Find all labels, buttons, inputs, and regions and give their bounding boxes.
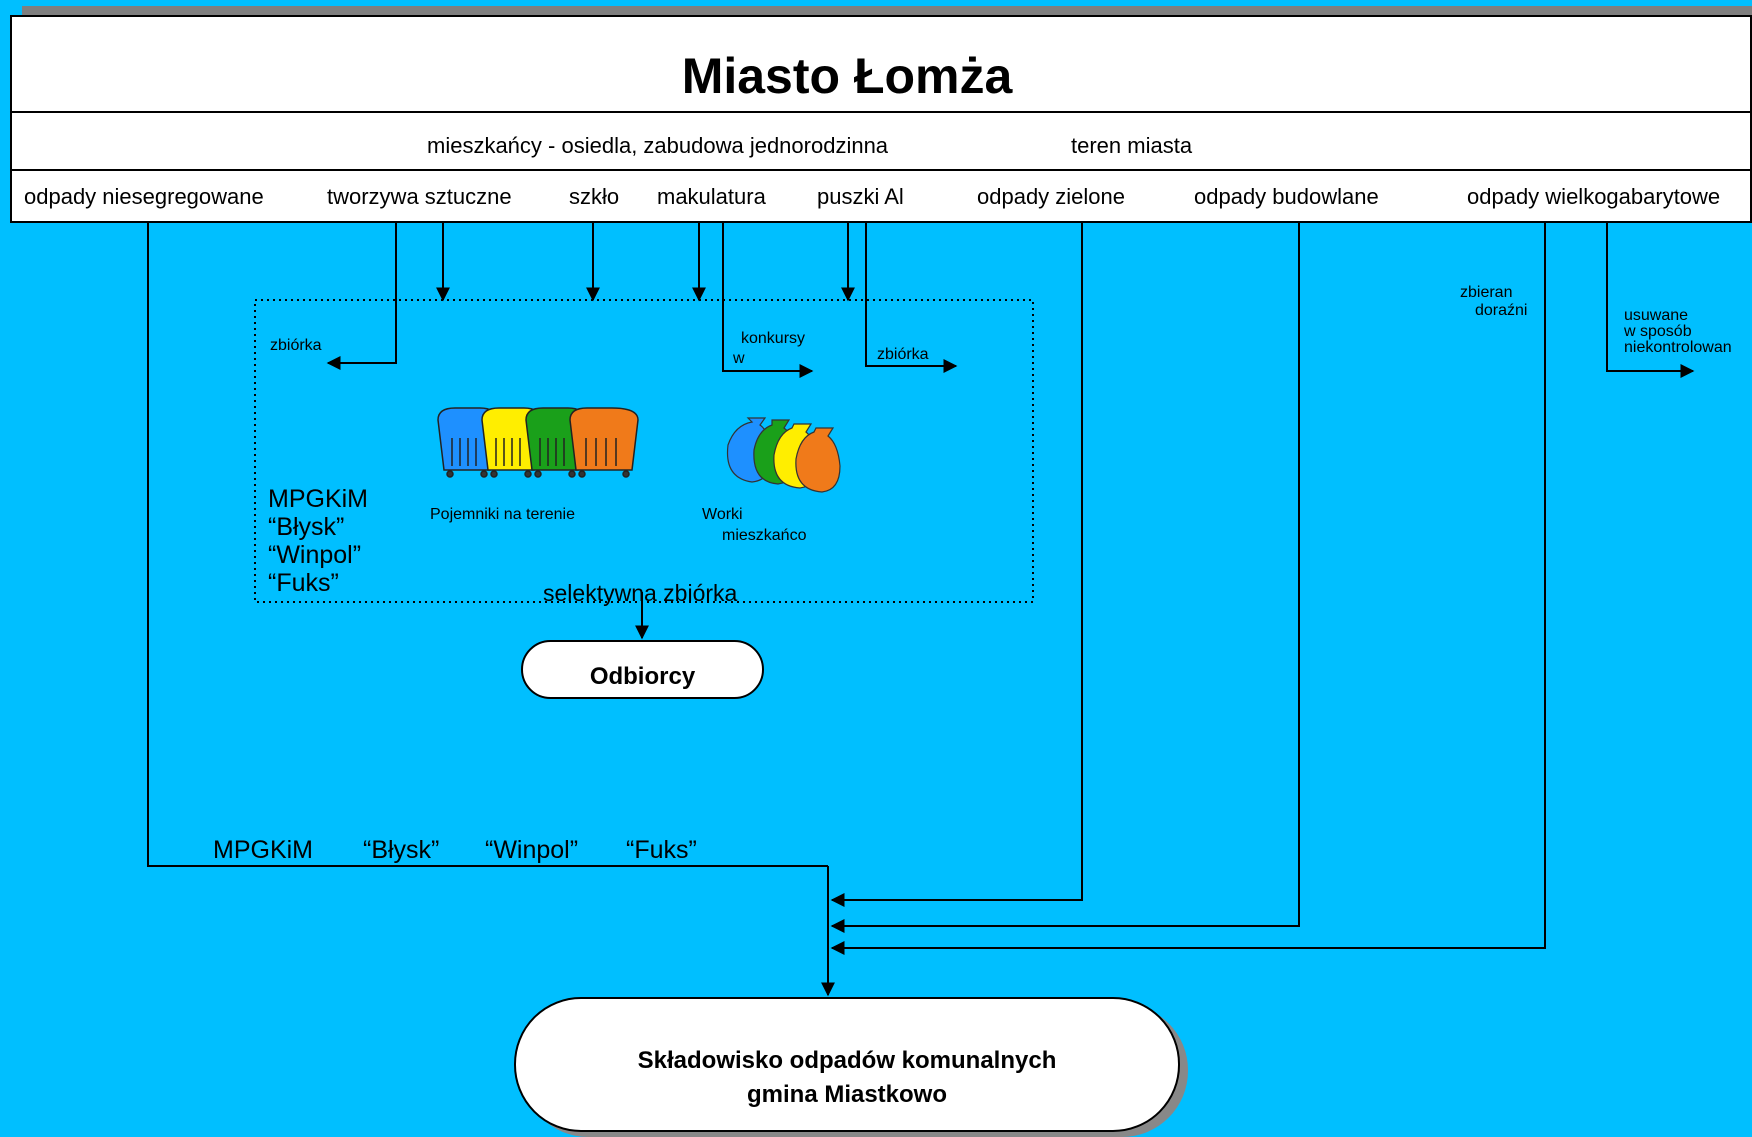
arrow-cans-zbiorka [865, 221, 958, 373]
label-usuwane: usuwane w sposób niekontrolowan [1624, 308, 1732, 356]
line-collector-blysk: “Błysk” [363, 836, 440, 864]
label-zbiorka-left: zbiórka [270, 337, 322, 354]
arrow-plastics-zbiorka [326, 221, 397, 370]
label-zbiorka-right: zbiórka [877, 346, 929, 363]
waste-type-unsorted: odpady niesegregowane [24, 184, 264, 209]
bags-caption-1: Worki [702, 506, 743, 523]
label-usuwane-1: usuwane [1624, 307, 1689, 324]
waste-type-construction: odpady budowlane [1194, 184, 1379, 209]
waste-type-bulky: odpady wielkogabarytowe [1467, 184, 1721, 209]
bags-caption-2: mieszkańco [722, 527, 807, 544]
waste-type-cans: puszki Al [817, 184, 904, 209]
landfill-label-2: gmina Miastkowo [746, 1081, 948, 1108]
line-collector-winpol: “Winpol” [485, 836, 579, 864]
collector-mpgkim: MPGKiM [268, 485, 368, 513]
line-collector-fuks: “Fuks” [626, 836, 697, 864]
label-usuwane-2: w sposób [1624, 323, 1692, 340]
waste-type-glass: szkło [569, 184, 620, 209]
label-konkursy-w: w [733, 350, 745, 367]
arrow-bulky-uncontrolled [1606, 221, 1695, 378]
collectors-box-list: MPGKiM “Błysk” “Winpol” “Fuks” [268, 485, 368, 597]
label-zbierane: zbieran [1460, 284, 1513, 301]
line-unsorted [147, 221, 828, 867]
page-title: Miasto Łomża [681, 48, 1013, 104]
landfill-node: Składowisko odpadów komunalnych gmina Mi… [514, 997, 1180, 1132]
collector-blysk: “Błysk” [268, 513, 345, 541]
arrow-construction [830, 221, 1300, 933]
waste-type-paper: makulatura [657, 184, 766, 209]
source-residents: mieszkańcy - osiedla, zabudowa jednorodz… [427, 133, 889, 158]
landfill-label-1: Składowisko odpadów komunalnych [637, 1047, 1057, 1074]
arrow-paper-konkursy [722, 221, 814, 378]
source-city-area: teren miasta [1071, 133, 1193, 158]
arrow-bulky [830, 221, 1546, 955]
waste-types-panel: odpady niesegregowane tworzywa sztuczne … [10, 169, 1752, 223]
label-usuwane-3: niekontrolowan [1624, 339, 1732, 356]
receivers-label: Odbiorcy [589, 663, 696, 690]
label-dorazni: doraźni [1475, 302, 1528, 319]
arrow-green [830, 221, 1083, 907]
waste-type-green: odpady zielone [977, 184, 1126, 209]
collector-winpol: “Winpol” [268, 541, 362, 569]
line-collector-mpgkim: MPGKiM [213, 836, 313, 864]
selective-collection-label: selektywna zbiórka [543, 580, 738, 606]
label-konkursy: konkursy [741, 330, 806, 347]
containers-caption: Pojemniki na terenie [430, 506, 575, 523]
receivers-node: Odbiorcy [521, 640, 764, 699]
collector-fuks: “Fuks” [268, 569, 339, 597]
waste-type-plastics: tworzywa sztuczne [327, 184, 512, 209]
